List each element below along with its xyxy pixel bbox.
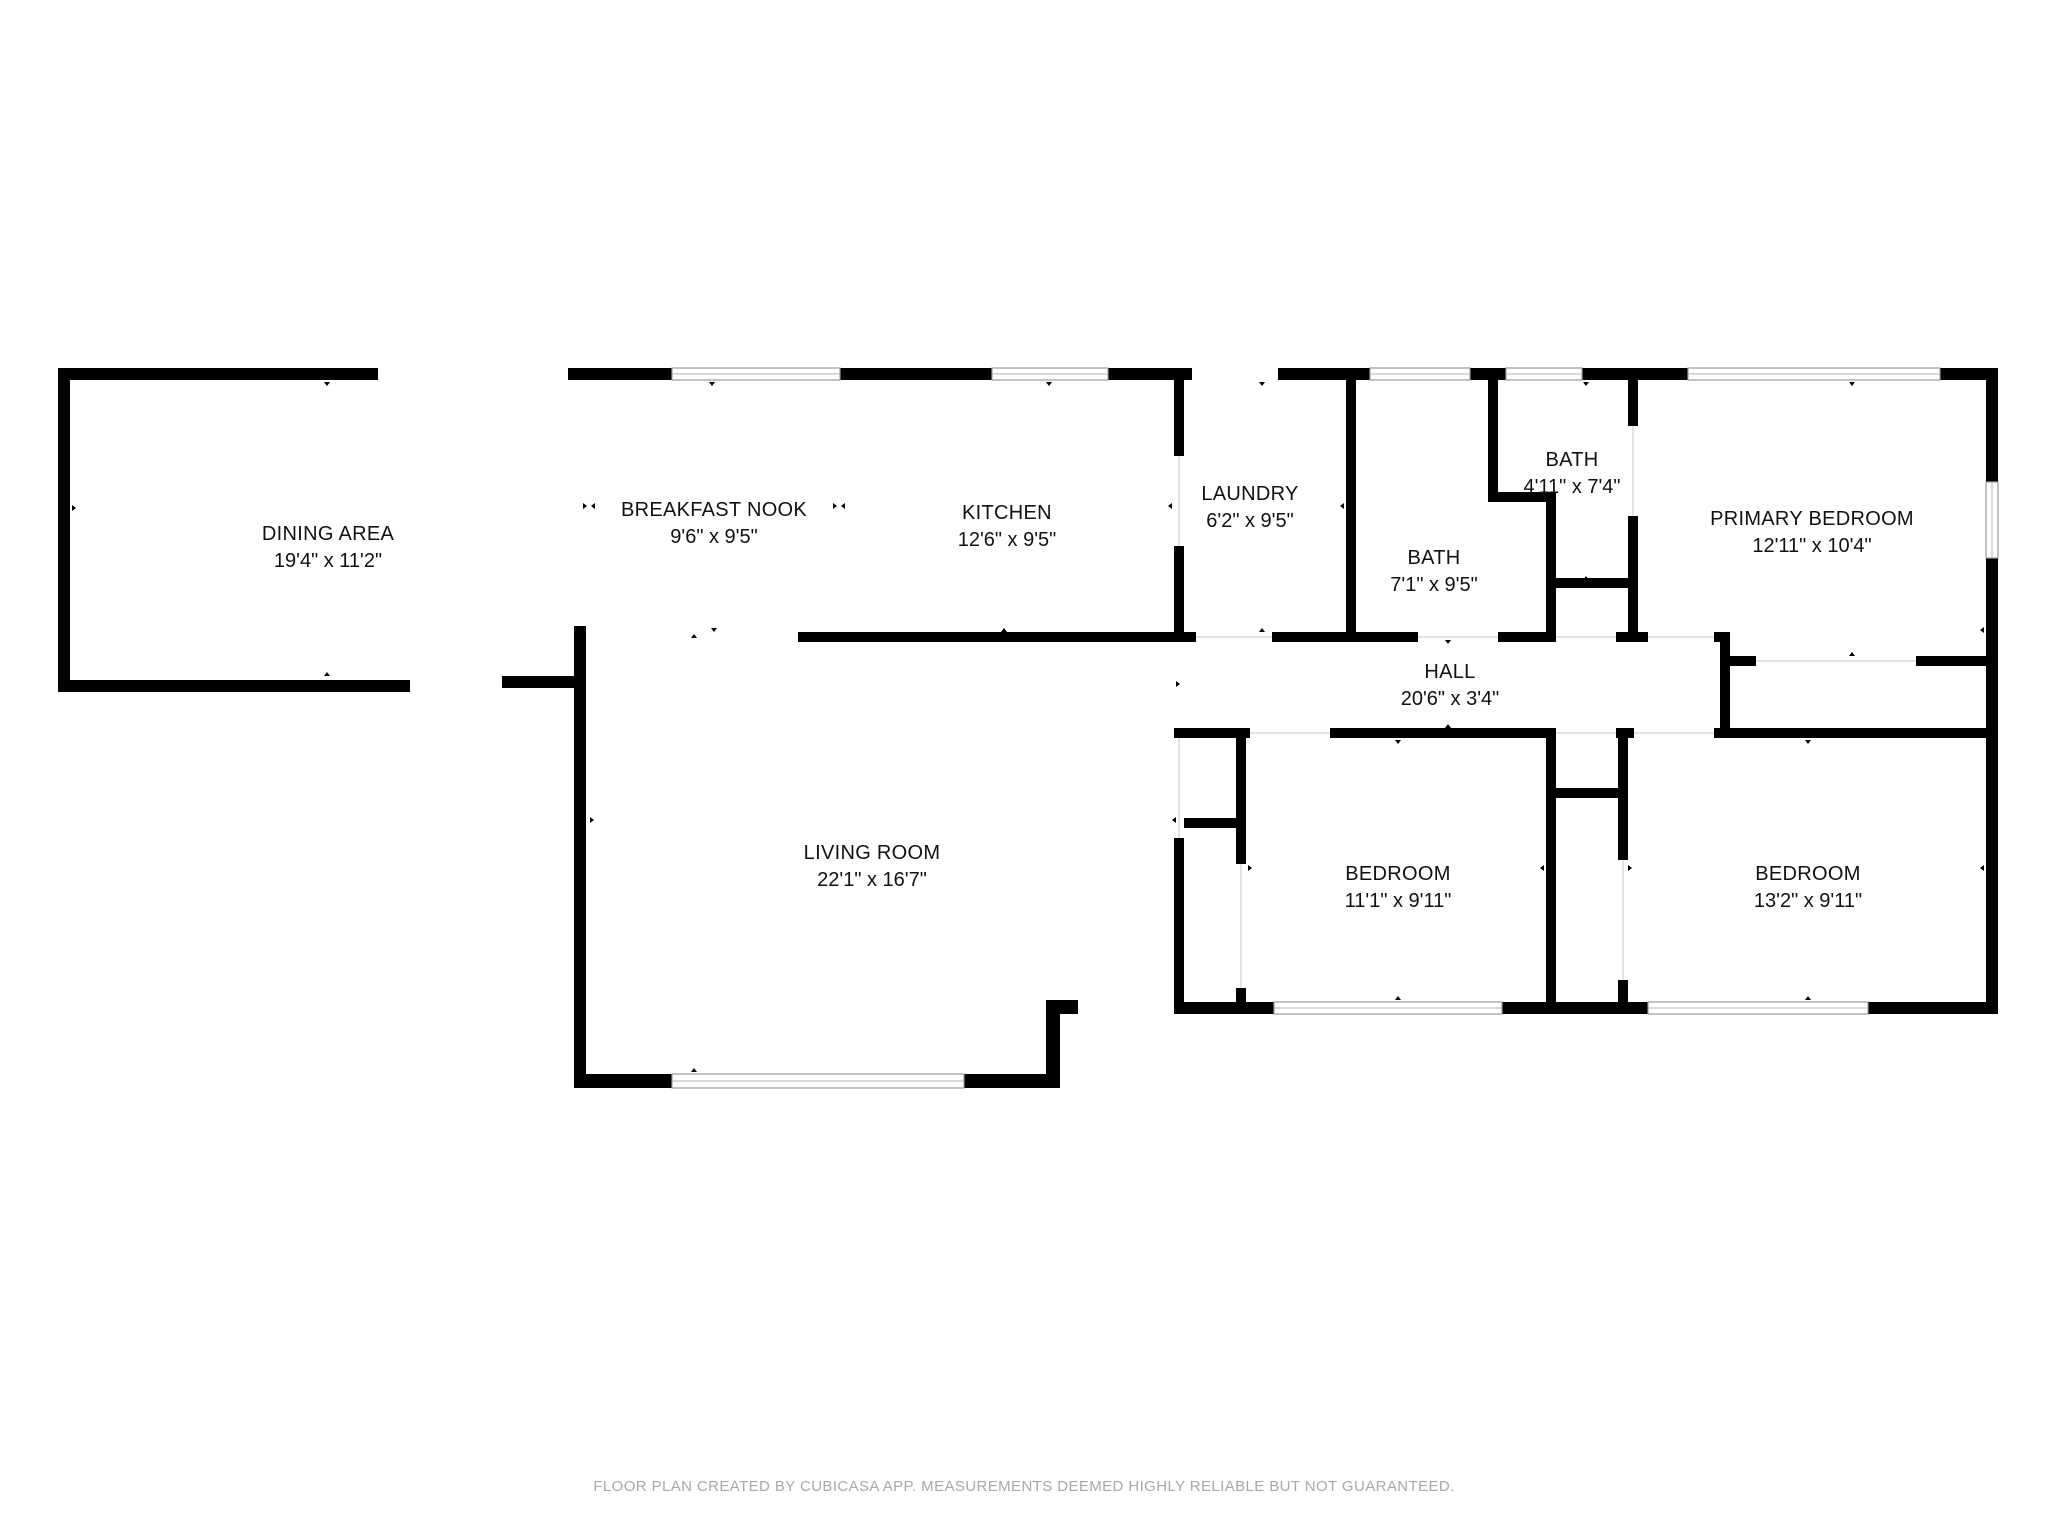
room-dim-living-room: 22'1" x 16'7": [817, 869, 927, 891]
room-name-bedroom-2: BEDROOM: [1755, 863, 1860, 885]
wall: [1346, 368, 1356, 636]
room-dim-hall: 20'6" x 3'4": [1401, 688, 1500, 710]
room-dim-primary-bedroom: 12'11" x 10'4": [1752, 535, 1871, 557]
room-dim-breakfast-nook: 9'6" x 9'5": [670, 526, 757, 548]
room-name-hall: HALL: [1424, 661, 1475, 683]
room-name-laundry: LAUNDRY: [1201, 483, 1298, 505]
wall: [1488, 368, 1498, 500]
wall: [1546, 728, 1556, 1014]
wall: [58, 368, 378, 380]
wall: [1916, 656, 1992, 666]
wall: [58, 368, 70, 692]
wall: [574, 626, 586, 1088]
room-name-primary-bedroom: PRIMARY BEDROOM: [1710, 508, 1914, 530]
room-name-dining-area: DINING AREA: [262, 523, 395, 545]
wall: [1046, 1000, 1060, 1088]
wall: [1546, 492, 1556, 636]
wall: [1720, 632, 1730, 738]
room-dim-bedroom-2: 13'2" x 9'11": [1754, 890, 1862, 912]
measurement-ticks: [72, 382, 1984, 1072]
room-dim-bath-2: 4'11" x 7'4": [1523, 476, 1620, 498]
room-name-bath-2: BATH: [1545, 449, 1598, 471]
room-dim-bath-1: 7'1" x 9'5": [1390, 574, 1477, 596]
room-name-bath-1: BATH: [1407, 547, 1460, 569]
door-openings: [1174, 426, 1916, 988]
room-name-living-room: LIVING ROOM: [804, 842, 941, 864]
room-name-kitchen: KITCHEN: [962, 502, 1052, 524]
room-dim-dining-area: 19'4" x 11'2": [274, 550, 382, 572]
wall: [1174, 818, 1246, 828]
wall: [1488, 492, 1554, 502]
room-dim-kitchen: 12'6" x 9'5": [958, 529, 1057, 551]
room-dim-laundry: 6'2" x 9'5": [1206, 510, 1293, 532]
room-labels: DINING AREA 19'4" x 11'2" BREAKFAST NOOK…: [262, 449, 1914, 912]
room-dim-bedroom-1: 11'1" x 9'11": [1345, 890, 1452, 912]
wall: [1986, 368, 1998, 1014]
windows: [671, 367, 1999, 1089]
wall: [1720, 656, 1756, 666]
wall: [58, 680, 410, 692]
wall: [1046, 1000, 1078, 1014]
room-name-bedroom-1: BEDROOM: [1345, 863, 1450, 885]
room-name-breakfast-nook: BREAKFAST NOOK: [621, 499, 807, 521]
wall: [1546, 788, 1626, 798]
wall: [1546, 578, 1638, 588]
wall: [502, 676, 586, 688]
wall: [1174, 728, 1184, 1014]
wall: [1236, 728, 1246, 828]
disclaimer-footer: FLOOR PLAN CREATED BY CUBICASA APP. MEAS…: [593, 1478, 1455, 1495]
